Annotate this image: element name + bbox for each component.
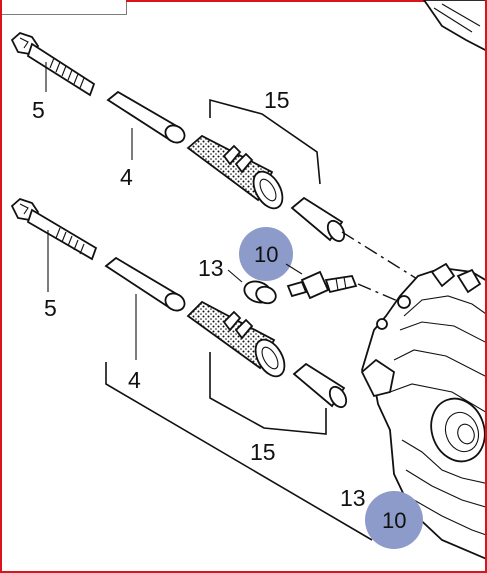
label-bolt-lower: 5 <box>44 295 57 321</box>
badge-lower-right: 10 <box>365 491 423 549</box>
badge-lower-right-label: 10 <box>382 508 406 533</box>
label-cap: 13 <box>198 255 224 281</box>
label-lower-right: 13 <box>340 485 366 511</box>
bracket-group-upper <box>209 98 321 185</box>
bleeder-cap <box>243 280 277 305</box>
bracket-assembly-lower <box>105 362 373 541</box>
label-group-upper: 15 <box>264 87 290 113</box>
axis-line-upper <box>341 231 423 283</box>
window-tab-strip <box>2 0 127 15</box>
window-frame-top <box>126 0 485 2</box>
plug-upper <box>290 196 346 243</box>
guide-sleeve-lower <box>104 256 186 360</box>
dust-boot-lower <box>186 300 286 378</box>
label-sleeve-upper: 4 <box>120 164 133 190</box>
axis-line-bleeder <box>357 283 401 303</box>
dust-boot-upper <box>186 134 284 210</box>
caliper-carrier <box>360 0 485 560</box>
bleeder-valve <box>286 270 358 300</box>
badge-bleeder: 10 <box>239 227 293 281</box>
badge-bleeder-label: 10 <box>254 242 278 267</box>
guide-bolt-lower <box>10 197 98 292</box>
bracket-group-lower <box>209 352 327 435</box>
label-bolt-upper: 5 <box>32 97 45 123</box>
badge-lower-right-circle <box>365 491 423 549</box>
guide-sleeve-upper <box>106 90 186 160</box>
label-sleeve-lower: 4 <box>128 367 141 393</box>
leader-cap <box>227 269 243 283</box>
label-group-lower: 15 <box>250 439 276 465</box>
leader-bleeder <box>285 263 303 275</box>
badge-bleeder-circle <box>239 227 293 281</box>
plug-lower <box>292 362 348 409</box>
guide-bolt-upper <box>10 31 96 97</box>
